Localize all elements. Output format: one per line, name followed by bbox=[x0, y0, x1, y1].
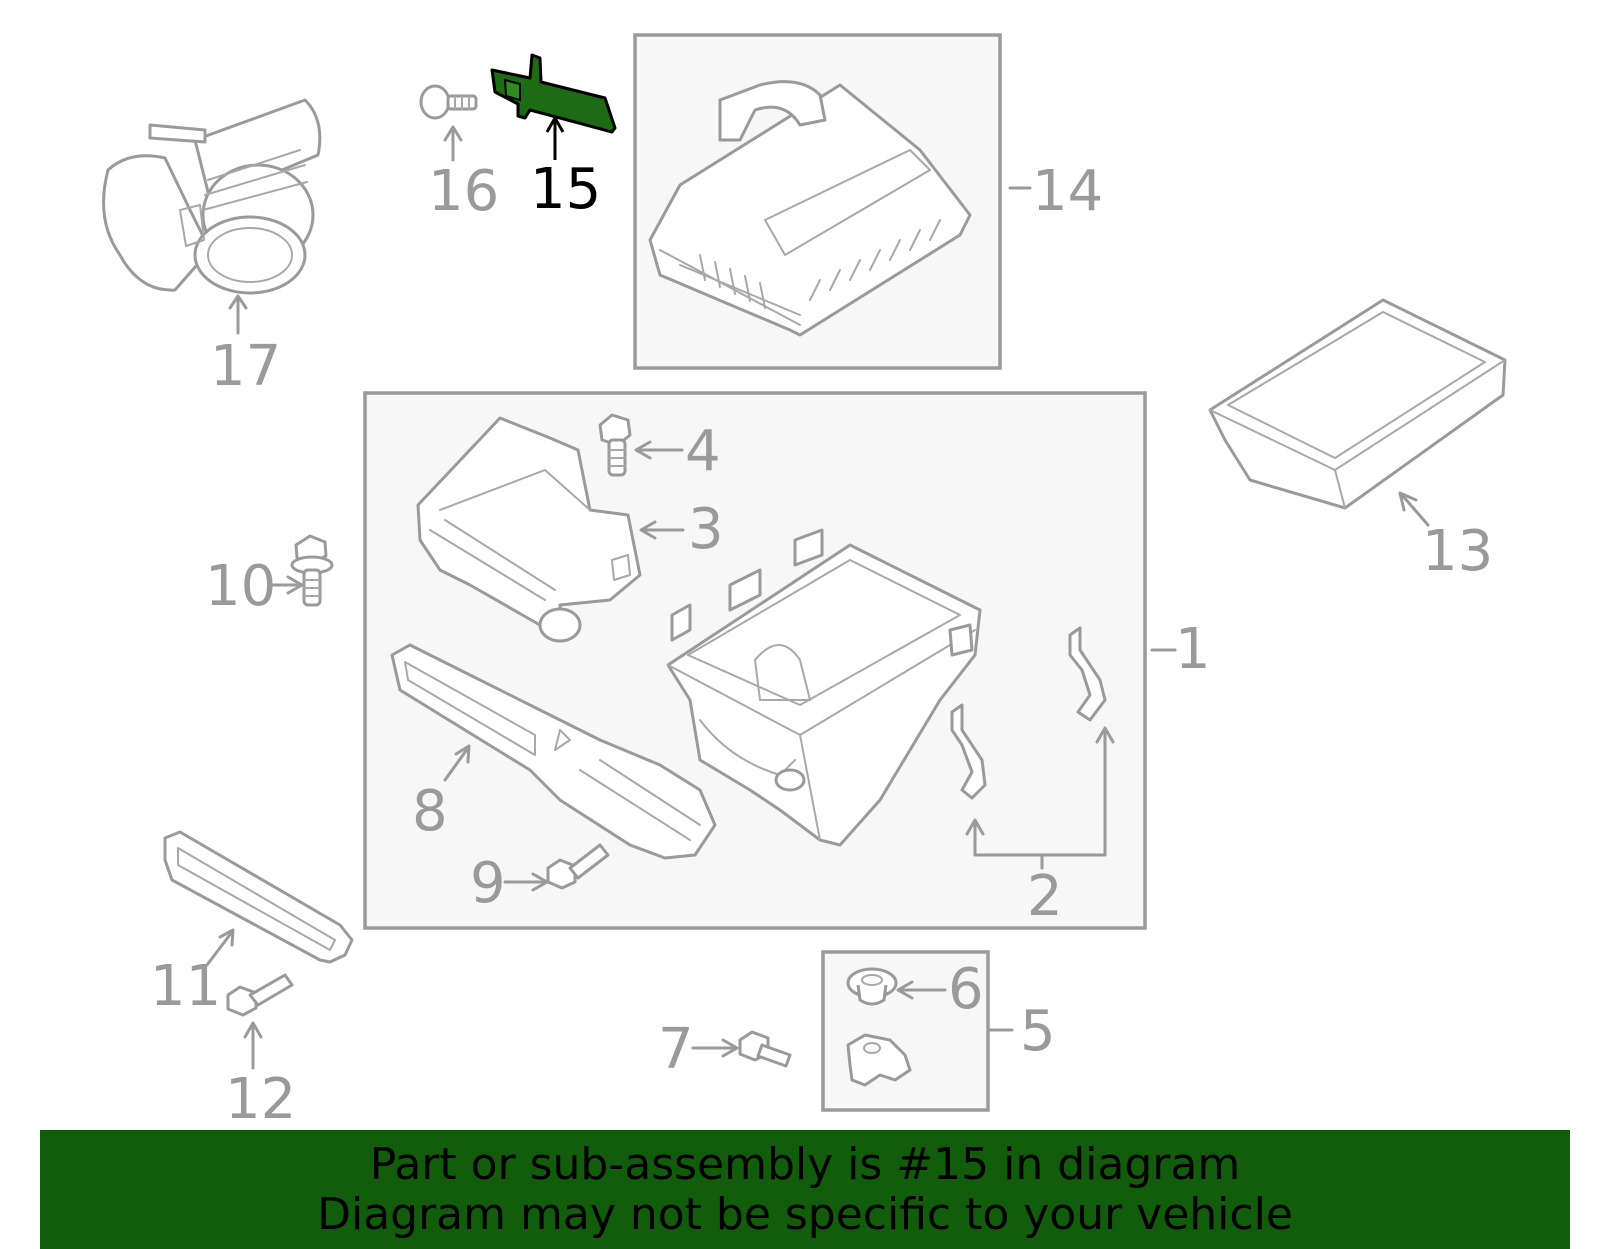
callout-14: 14 bbox=[1032, 159, 1103, 224]
info-banner: Part or sub-assembly is #15 in diagram D… bbox=[40, 1130, 1570, 1249]
part-8-duct[interactable] bbox=[390, 643, 717, 860]
callout-5: 5 bbox=[1020, 999, 1056, 1064]
part-10-bolt[interactable] bbox=[290, 534, 334, 607]
part-6-grommet[interactable] bbox=[846, 967, 898, 1006]
leader-lines bbox=[205, 114, 1430, 1070]
callout-16: 16 bbox=[428, 159, 499, 224]
part-17-intake-duct[interactable] bbox=[102, 98, 322, 295]
callout-7: 7 bbox=[658, 1017, 694, 1082]
banner-line-1: Part or sub-assembly is #15 in diagram bbox=[369, 1139, 1241, 1190]
part-2-clips[interactable] bbox=[950, 626, 1107, 800]
callout-1: 1 bbox=[1175, 617, 1211, 682]
part-9-bolt[interactable] bbox=[546, 843, 610, 890]
callout-17: 17 bbox=[210, 334, 281, 399]
callout-13: 13 bbox=[1422, 519, 1493, 584]
callout-10: 10 bbox=[205, 554, 276, 619]
part-3-cover[interactable] bbox=[416, 416, 642, 643]
part-16-bolt[interactable] bbox=[419, 84, 478, 120]
part-7-bolt[interactable] bbox=[738, 1030, 792, 1068]
callout-15: 15 bbox=[530, 157, 601, 222]
callout-6: 6 bbox=[948, 957, 984, 1022]
part-12-bolt[interactable] bbox=[226, 973, 294, 1017]
banner-line-2: Diagram may not be specific to your vehi… bbox=[317, 1189, 1293, 1240]
callout-12: 12 bbox=[225, 1067, 296, 1132]
part-4-bolt[interactable] bbox=[598, 413, 632, 477]
part-15-sensor-highlighted[interactable] bbox=[490, 53, 617, 134]
part-1-air-box[interactable] bbox=[666, 528, 982, 847]
callout-3: 3 bbox=[688, 497, 724, 562]
callout-8: 8 bbox=[412, 779, 448, 844]
part-5-bracket[interactable] bbox=[846, 1033, 912, 1087]
part-13-air-filter[interactable] bbox=[1208, 298, 1507, 510]
callout-2: 2 bbox=[1027, 864, 1063, 929]
callout-11: 11 bbox=[150, 954, 221, 1019]
part-14-air-box-lid[interactable] bbox=[648, 80, 972, 337]
callout-4: 4 bbox=[685, 419, 721, 484]
callout-9: 9 bbox=[470, 851, 506, 916]
part-11-inlet[interactable] bbox=[163, 830, 354, 964]
